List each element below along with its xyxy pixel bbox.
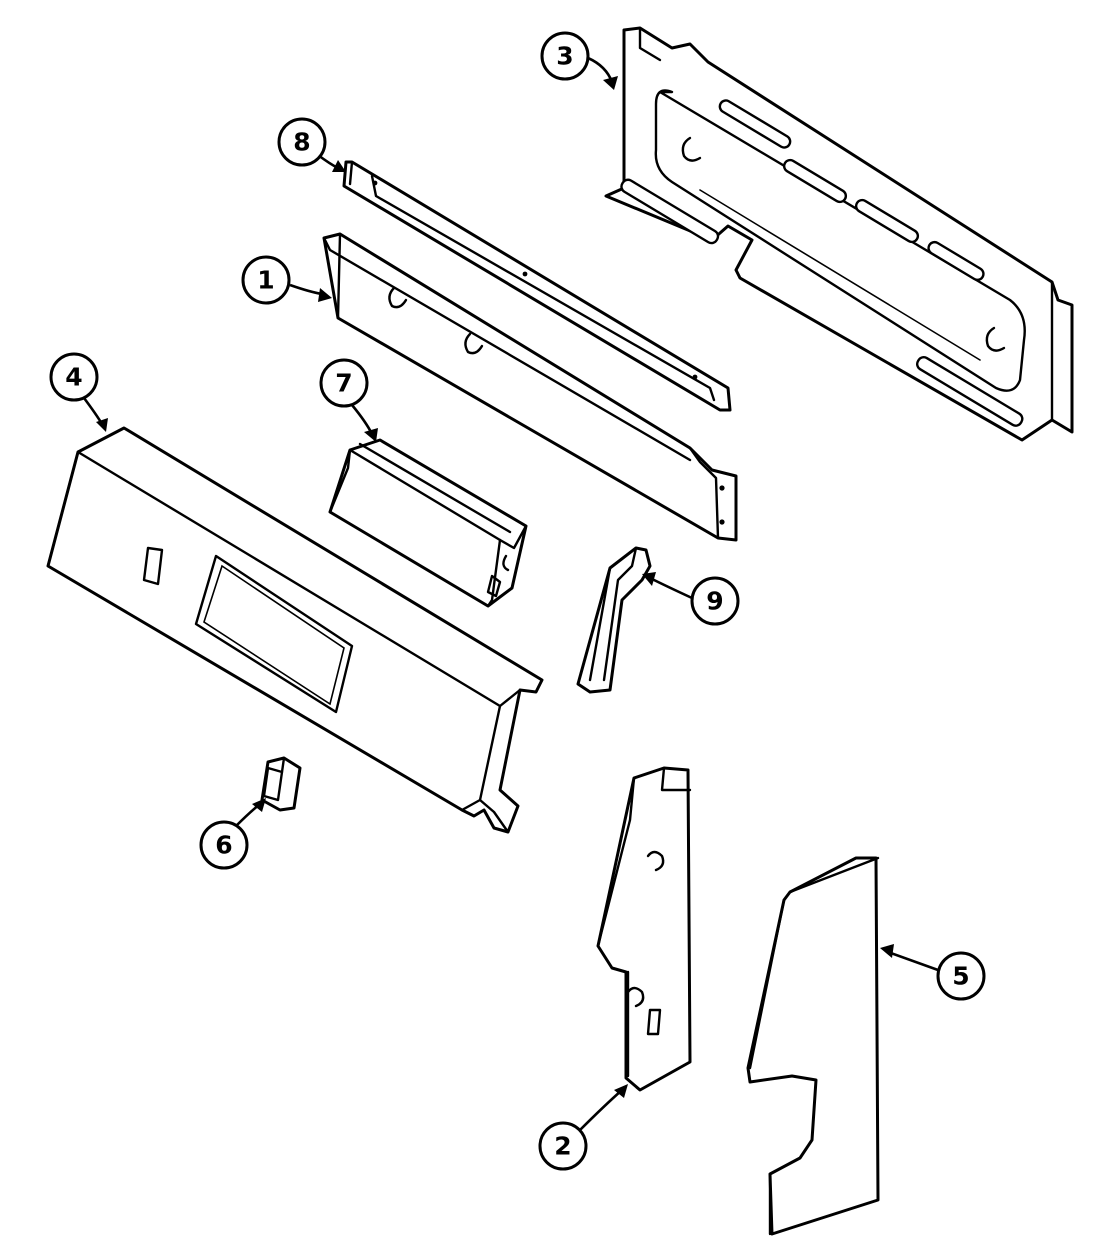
back-panel (604, 26, 1074, 442)
control-panel-support (322, 232, 738, 542)
callout-number-5: 5 (952, 962, 969, 991)
bracket (576, 546, 652, 694)
callout-number-8: 8 (293, 128, 310, 157)
control-panel-housing (46, 426, 544, 834)
callout-number-1: 1 (257, 266, 274, 295)
left-end-cap (596, 766, 692, 1092)
callout-number-6: 6 (215, 831, 232, 860)
electronic-control-module (328, 438, 528, 608)
callout-number-4: 4 (65, 363, 82, 392)
callout-5: 5 (880, 944, 986, 1001)
end-panel (746, 856, 880, 1236)
callout-4: 4 (49, 352, 108, 432)
callout-9: 9 (642, 572, 740, 626)
callout-2: 2 (538, 1084, 628, 1171)
callout-8: 8 (277, 117, 346, 172)
callout-7: 7 (319, 358, 378, 442)
callout-3: 3 (540, 31, 618, 90)
callout-number-7: 7 (335, 369, 352, 398)
callout-number-2: 2 (554, 1132, 571, 1161)
callout-6: 6 (199, 798, 266, 870)
callout-1: 1 (241, 255, 332, 305)
trim-strip (342, 160, 732, 412)
switch (260, 756, 302, 812)
callout-number-9: 9 (706, 587, 723, 616)
callout-number-3: 3 (556, 42, 573, 71)
